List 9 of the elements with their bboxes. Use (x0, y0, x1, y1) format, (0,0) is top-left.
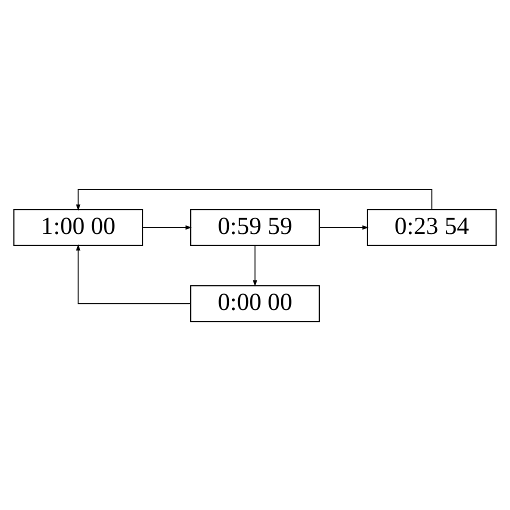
arrow (142, 224, 192, 230)
node-box: 0:23 54 (366, 208, 497, 246)
arrow (252, 244, 258, 286)
arrow (76, 188, 432, 210)
node-box: 1:00 00 (13, 208, 144, 246)
arrow (319, 224, 369, 230)
node-box: 0:59 59 (190, 208, 320, 246)
arrow (76, 244, 191, 304)
node-box: 0:00 00 (190, 284, 320, 322)
